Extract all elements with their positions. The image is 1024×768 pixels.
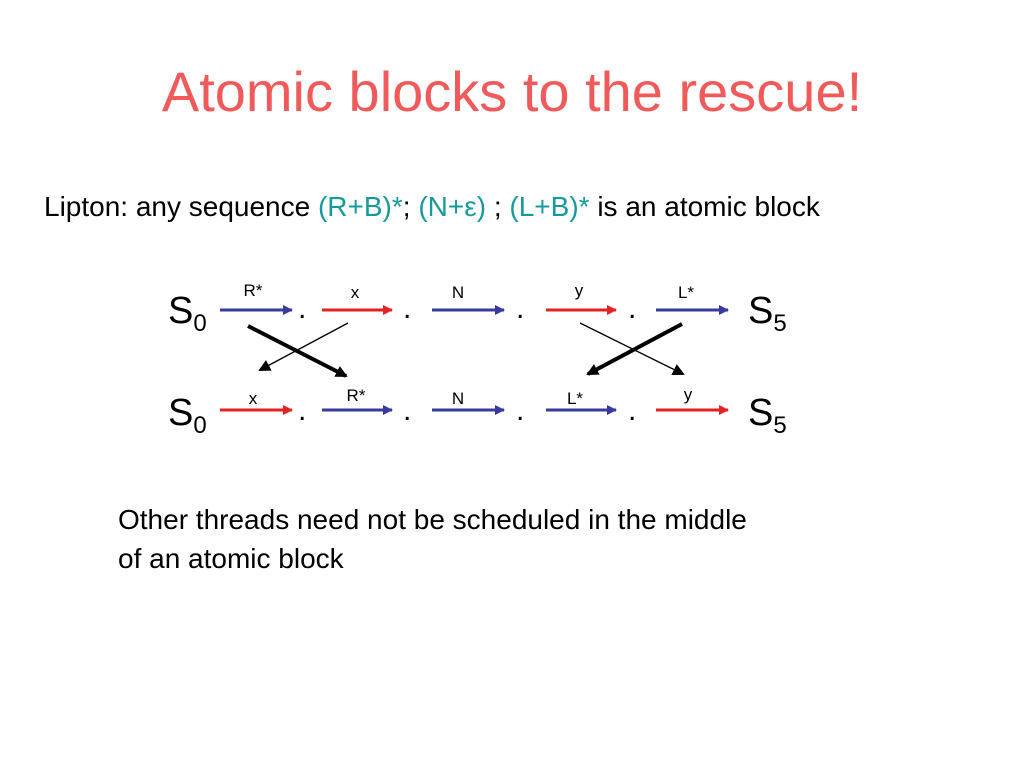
bottom-dot-3: . <box>516 394 525 427</box>
cross-left-thick <box>247 324 348 378</box>
bottom-start-index: 0 <box>193 412 207 439</box>
bottom-end-letter: S <box>748 392 774 434</box>
bottom-label-3: N <box>451 389 465 408</box>
footer-line-2: of an atomic block <box>118 543 344 575</box>
top-start-state: S0 <box>168 292 207 336</box>
footer-note: Other threads need not be scheduled in t… <box>118 500 918 578</box>
bottom-label-5: y <box>683 385 693 404</box>
bottom-dot-1: . <box>298 394 307 427</box>
bottom-label-4: L* <box>566 389 584 408</box>
expr-left-movers: (L+B)* <box>509 191 590 222</box>
cross-right-thick <box>586 322 683 376</box>
top-label-5: L* <box>677 283 695 302</box>
top-label-2: x <box>350 283 360 302</box>
bottom-end-state: S5 <box>748 394 787 438</box>
top-end-letter: S <box>748 290 774 332</box>
top-start-index: 0 <box>193 310 207 337</box>
bottom-end-index: 5 <box>773 412 787 439</box>
top-label-4: y <box>574 281 584 300</box>
top-dot-4: . <box>628 292 637 325</box>
top-end-index: 5 <box>773 310 787 337</box>
top-label-3: N <box>451 283 465 302</box>
lipton-prefix: Lipton: any sequence <box>44 191 318 222</box>
bottom-dot-2: . <box>403 394 412 427</box>
lipton-suffix: is an atomic block <box>589 191 820 222</box>
separator-2: ; <box>486 191 510 222</box>
separator-1: ; <box>402 191 419 222</box>
slide-title: Atomic blocks to the rescue! <box>161 60 863 123</box>
top-start-letter: S <box>168 290 194 332</box>
top-label-1: R* <box>243 281 263 300</box>
lipton-statement: Lipton: any sequence (R+B)*; (N+ε) ; (L+… <box>44 190 820 224</box>
bottom-label-1: x <box>248 389 258 408</box>
expr-right-movers: (R+B)* <box>317 191 403 222</box>
cross-left-thin <box>258 322 349 371</box>
bottom-start-letter: S <box>168 392 194 434</box>
expr-non-movers: (N+ε) <box>418 191 487 222</box>
footer-line-1: Other threads need not be scheduled in t… <box>118 504 747 535</box>
bottom-label-2: R* <box>346 386 366 405</box>
bottom-dot-4: . <box>628 394 637 427</box>
top-end-state: S5 <box>748 292 787 336</box>
cross-right-thin <box>579 322 685 375</box>
bottom-start-state: S0 <box>168 394 207 438</box>
top-dot-3: . <box>516 292 525 325</box>
top-dot-1: . <box>298 292 307 325</box>
top-dot-2: . <box>403 292 412 325</box>
